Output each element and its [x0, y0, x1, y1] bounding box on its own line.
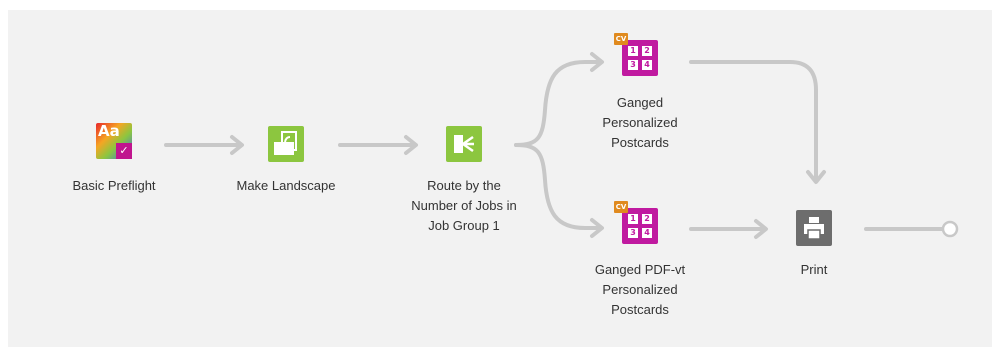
- connector-route-upper: [514, 60, 602, 147]
- node-label: Print: [800, 262, 828, 277]
- landscape-icon: [268, 126, 304, 162]
- arrowhead: [806, 170, 826, 184]
- node-label: Basic Preflight: [72, 178, 156, 193]
- check-badge-icon: ✓: [116, 143, 132, 159]
- arrowhead: [590, 52, 604, 72]
- route-icon: [446, 126, 482, 162]
- connector-route-lower: [514, 143, 602, 230]
- cv-badge-icon: CV: [614, 33, 628, 45]
- end-point-icon[interactable]: [941, 220, 959, 238]
- impose-icon: 1 2 3 4: [622, 40, 658, 76]
- node-label: Ganged Personalized Postcards: [602, 95, 678, 150]
- workflow-canvas: [8, 10, 992, 347]
- node-label: Ganged PDF-vt Personalized Postcards: [594, 262, 686, 317]
- impose-icon: 1 2 3 4: [622, 208, 658, 244]
- cv-badge-icon: CV: [614, 201, 628, 213]
- node-label: Route by the Number of Jobs in Job Group…: [411, 178, 517, 233]
- arrowhead: [590, 218, 604, 238]
- rotate-page-glyph: [274, 131, 297, 155]
- preflight-icon: Aa ✓: [96, 122, 132, 159]
- arrowhead: [754, 219, 768, 239]
- connector-upper-print: [689, 60, 818, 182]
- printer-icon: [796, 210, 832, 246]
- node-label: Make Landscape: [236, 178, 336, 193]
- route-split-glyph: [454, 135, 474, 153]
- arrowhead: [404, 135, 418, 155]
- printer-glyph: [804, 217, 824, 240]
- arrowhead: [230, 135, 244, 155]
